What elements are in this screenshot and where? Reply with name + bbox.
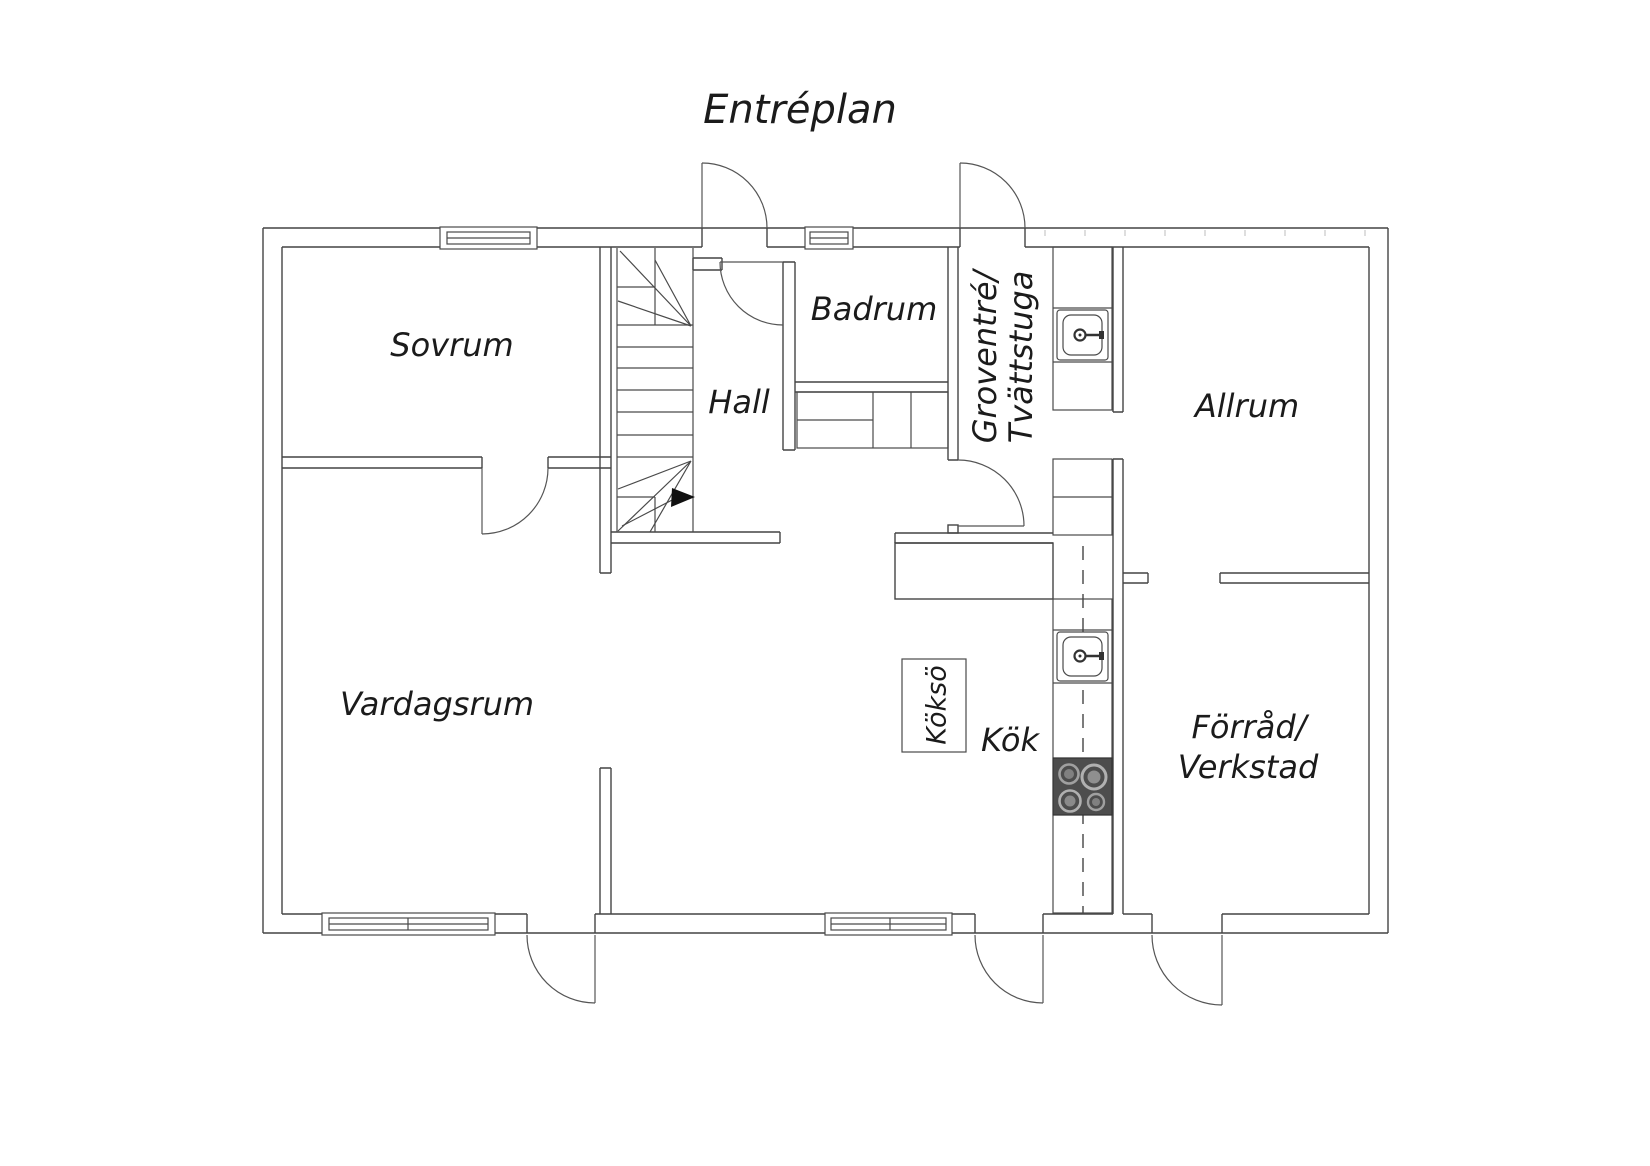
room-label-kok: Kök — [981, 721, 1040, 759]
window-vardagsrum — [321, 912, 496, 936]
room-label-vardagsrum: Vardagsrum — [340, 685, 534, 723]
stair-arrow-head — [671, 488, 695, 507]
windows — [321, 226, 953, 936]
doors — [481, 162, 1223, 1006]
room-label-hall: Hall — [708, 383, 770, 421]
room-label-forrad-line1: Förråd/ — [1192, 708, 1310, 746]
room-label-sovrum: Sovrum — [390, 326, 513, 364]
room-label-badrum: Badrum — [811, 290, 937, 328]
floor-title: Entréplan — [703, 87, 897, 133]
exterior-door-vardagsrum — [526, 934, 596, 1004]
room-label-groventre-line2: Tvättstuga — [1002, 271, 1040, 444]
kitchen-island — [901, 658, 967, 753]
exterior-door-forrad — [1151, 934, 1223, 1006]
door-badrum — [719, 261, 784, 326]
room-label-kokso: Köksö — [922, 665, 953, 744]
laundry-sink-icon — [1056, 309, 1109, 361]
laundry-counter — [1052, 246, 1113, 411]
room-label-groventre-line1: Groventré/ — [966, 267, 1004, 443]
window-badrum — [804, 226, 854, 250]
room-label-forrad-line2: Verkstad — [1178, 748, 1319, 786]
window-kok — [824, 912, 953, 936]
room-label-allrum: Allrum — [1193, 387, 1299, 425]
wall-ticks — [1044, 230, 1366, 236]
kitchen-counter-upper — [1052, 458, 1113, 536]
stove-icon — [1052, 757, 1113, 816]
door-groventre-inner — [957, 459, 1025, 527]
window-sovrum — [439, 226, 538, 250]
door-sovrum — [481, 467, 549, 535]
staircase — [616, 248, 695, 533]
exterior-door-kok — [974, 934, 1044, 1004]
entrance-door-groventre — [959, 162, 1026, 229]
kitchen-sink-icon — [1056, 631, 1109, 682]
stair-arrow-shaft — [621, 497, 677, 527]
exterior-walls — [262, 227, 1389, 934]
wall-block — [894, 542, 1054, 600]
counters — [1052, 246, 1113, 914]
hall-wardrobes — [796, 391, 949, 449]
entrance-door-hall — [701, 162, 768, 229]
